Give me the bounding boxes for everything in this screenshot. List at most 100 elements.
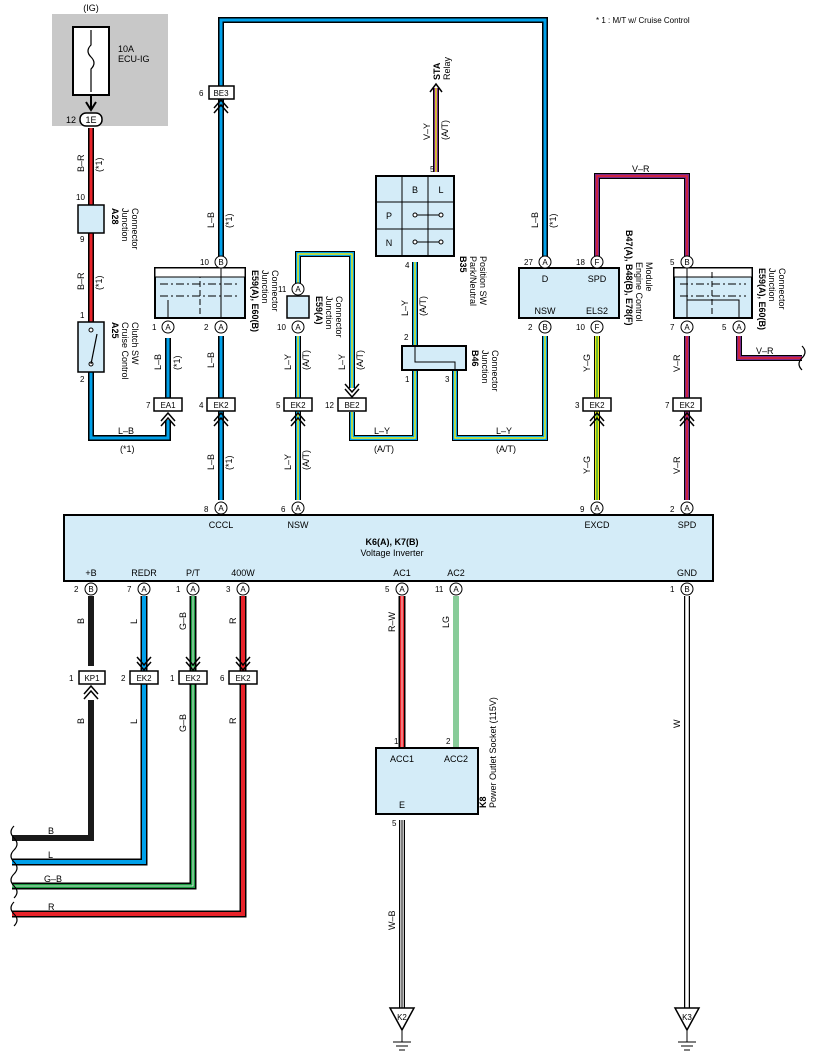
label-lb-ecm: L–B — [530, 212, 540, 228]
inverter-id: K6(A), K7(B) — [366, 537, 419, 547]
pin-redr-num: 7 — [127, 585, 132, 594]
e59-right-pin-tl: 5 — [670, 258, 675, 267]
e59-left-pin-bl: 1 — [152, 323, 157, 332]
kp1-pin: 1 — [69, 674, 74, 683]
e59-mid-id: E59(A) — [314, 296, 324, 325]
e59-mid-pin-t: 11 — [278, 285, 287, 294]
e59-right-name2: Connector — [777, 268, 787, 310]
label-star-ecm: (*1) — [548, 213, 558, 228]
label-lg: LG — [441, 616, 451, 628]
b35-name1: Park/Neutral — [468, 256, 478, 306]
label-at-4: (A/T) — [418, 296, 428, 316]
fuse-connector-1e — [79, 112, 103, 127]
label-ly-4: L–Y — [400, 300, 410, 316]
fuse-connector-label: 1E — [85, 115, 96, 125]
ek2-a-name: EK2 — [213, 401, 229, 410]
kp1-name: KP1 — [84, 674, 100, 683]
pin-b-num: 2 — [74, 585, 79, 594]
pin-redr-c: A — [141, 585, 147, 594]
label-lb-mid: L–B — [206, 352, 216, 368]
ecm-pin-els2: 10 — [576, 323, 585, 332]
b35-park-neutral-switch: B L P N 5 4 B35 Park/Neutral Position SW — [375, 165, 488, 306]
connector-ek2-f: EK2 1 — [170, 656, 208, 685]
wire-layer — [10, 17, 806, 1008]
label-b-1: B — [76, 618, 86, 624]
ecm-pin-nsw-c: B — [542, 323, 547, 332]
label-br-1: B–R — [76, 154, 86, 172]
k8-pin-acc2: 2 — [446, 737, 451, 746]
pin-pt-c: A — [190, 585, 196, 594]
label-yg-mid: Y–G — [582, 354, 592, 372]
label-ly-h1: L–Y — [374, 426, 390, 436]
fuse-rating: 10A — [118, 44, 134, 54]
ek2-c-name: EK2 — [589, 401, 605, 410]
be3-name: BE3 — [213, 89, 229, 98]
chevron-up-icon — [589, 411, 605, 427]
inverter-top-pins: 8 A 6 A 9 A 2 A — [204, 501, 694, 515]
connector-ek2-b: EK2 5 — [276, 397, 313, 427]
wire-break-mark-right — [798, 345, 806, 371]
e59-mid-pin-b-c: A — [295, 323, 301, 332]
label-lb-top: L–B — [206, 212, 216, 228]
label-at-h2: (A/T) — [496, 444, 516, 454]
connector-ek2-g: EK2 6 — [220, 656, 258, 685]
pin-cccl-num: 8 — [204, 505, 209, 514]
ek2-d-name: EK2 — [679, 401, 695, 410]
label-star-2: (*1) — [94, 275, 104, 290]
inverter-spd: SPD — [678, 520, 697, 530]
label-vr-right: V–R — [756, 346, 774, 356]
wire-l-b-clutch — [88, 338, 171, 441]
k8-acc2: ACC2 — [444, 754, 468, 764]
ea1-pin: 7 — [146, 401, 151, 410]
ek2-b-name: EK2 — [290, 401, 306, 410]
sta-relay: STA Relay — [429, 56, 452, 93]
label-b-2: B — [76, 718, 86, 724]
b46-name2: Connector — [490, 350, 500, 392]
inverter-ac1: AC1 — [393, 568, 411, 578]
fuse-name: ECU-IG — [118, 54, 150, 64]
label-ly-1: L–Y — [283, 354, 293, 370]
k8-id: K8 — [478, 796, 488, 808]
k8-acc1: ACC1 — [390, 754, 414, 764]
label-at-vy: (A/T) — [440, 120, 450, 140]
connector-ek2-d: EK2 7 — [665, 397, 702, 427]
inverter-b: +B — [85, 568, 96, 578]
engine-control-module: D SPD NSW ELS2 27 A 18 F 2 B 10 F B47(A)… — [518, 230, 654, 334]
e59-left-name2: Connector — [270, 270, 280, 312]
contact-icon — [412, 212, 444, 245]
wire-b-black — [12, 596, 94, 841]
label-ly-2: L–Y — [283, 454, 293, 470]
e59-left-pin-br: 2 — [204, 323, 209, 332]
chevron-down-icon — [235, 656, 251, 672]
inverter-excd: EXCD — [584, 520, 610, 530]
ek2-f-name: EK2 — [185, 674, 201, 683]
chevron-up-icon — [83, 684, 99, 700]
e59-e60-junction-right: 5 B 7 A 5 A E59(A), E60(B) Junction Conn… — [670, 255, 787, 334]
e59-left-pin-tl: 10 — [200, 258, 209, 267]
chevron-up-icon — [213, 98, 229, 114]
label-star-low: (*1) — [224, 455, 234, 470]
b35-id: B35 — [458, 256, 468, 273]
ek2-f-pin: 1 — [170, 674, 175, 683]
label-vr-top: V–R — [632, 164, 650, 174]
pin-cccl-c: A — [218, 504, 224, 513]
label-wb: W–B — [387, 910, 397, 930]
wire-r-red — [12, 596, 247, 918]
ecm-name2: Module — [644, 262, 654, 292]
connector-ea1: EA1 7 — [146, 397, 183, 427]
k8-power-outlet-socket: ACC1 ACC2 E 1 2 5 K8 Power Outlet Socket… — [375, 697, 498, 828]
ground-icon — [393, 1041, 411, 1051]
e59-right-pin-bl: 7 — [670, 323, 675, 332]
wire-g-b — [12, 596, 197, 890]
wire-l-b-loop — [218, 17, 548, 500]
inverter-nsw: NSW — [288, 520, 310, 530]
inverter-ac2: AC2 — [447, 568, 465, 578]
b46-pin-l: 1 — [405, 375, 410, 384]
label-lb-low: L–B — [206, 454, 216, 470]
chevron-down-icon — [344, 383, 360, 399]
relay-label-1: STA — [432, 62, 442, 80]
ecm-els2: ELS2 — [586, 306, 608, 316]
inverter-redr: REDR — [131, 568, 157, 578]
e59-mid-name2: Connector — [334, 296, 344, 338]
label-l-2: L — [129, 719, 139, 724]
